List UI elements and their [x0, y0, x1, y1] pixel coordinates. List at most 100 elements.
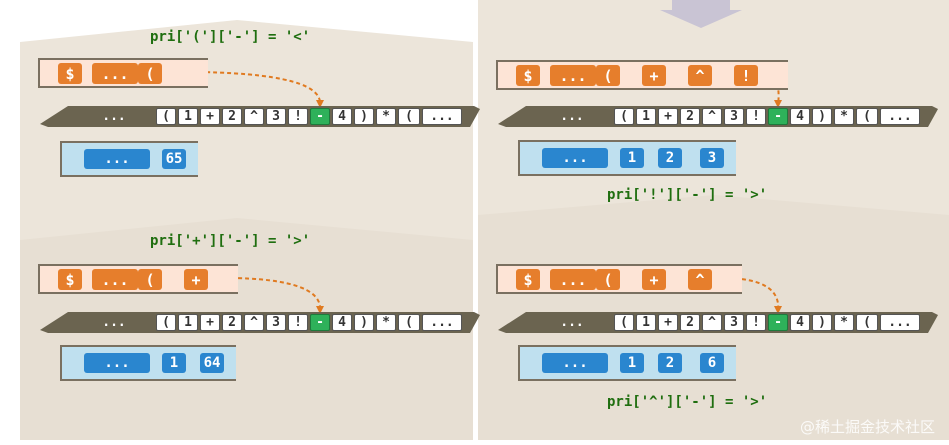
tape-cell: (: [856, 314, 878, 331]
tape-cell: 4: [332, 108, 352, 125]
number-token: ...: [84, 353, 150, 373]
tape-cell: 2: [680, 108, 700, 125]
priority-label: pri['+']['-'] = '>': [150, 233, 311, 249]
operator-stack: $...(: [38, 58, 208, 88]
priority-label: pri['(']['-'] = '<': [150, 29, 311, 45]
number-token: ...: [542, 353, 608, 373]
tape-cell: !: [746, 108, 766, 125]
tape-cell: 3: [724, 108, 744, 125]
input-tape: ...(1+2^3!-4)*(...: [498, 105, 938, 128]
tape-cell: 3: [724, 314, 744, 331]
tape-cell: ...: [880, 314, 920, 331]
number-token: 1: [620, 353, 644, 373]
tape-cell: ): [812, 108, 832, 125]
operator-stack: $...( + ^!: [496, 60, 788, 90]
tape-cell: !: [288, 108, 308, 125]
operator-stack: $...(+: [38, 264, 238, 294]
number-token: 1: [620, 148, 644, 168]
watermark: @稀土掘金技术社区: [799, 418, 935, 436]
tape-cell: +: [658, 108, 678, 125]
operator-token: (: [596, 269, 620, 290]
operator-token: ^: [688, 65, 712, 86]
number-token: 64: [200, 353, 224, 373]
current-tape-cell: -: [310, 314, 330, 331]
number-token: 2: [658, 353, 682, 373]
current-tape-cell: -: [768, 314, 788, 331]
operator-token: ...: [550, 65, 596, 86]
tape-cell: ...: [102, 109, 126, 124]
tape-cell: ^: [244, 314, 264, 331]
number-token: 65: [162, 149, 186, 169]
tape-cell: ): [354, 108, 374, 125]
tape-cell: 3: [266, 108, 286, 125]
tape-cell: !: [746, 314, 766, 331]
operator-token: +: [184, 269, 208, 290]
tape-cell: ^: [244, 108, 264, 125]
number-token: 1: [162, 353, 186, 373]
operator-token: ^: [688, 269, 712, 290]
tape-cell: +: [658, 314, 678, 331]
number-stack: ... 65: [60, 141, 198, 177]
operator-token: +: [642, 269, 666, 290]
down-arrow-icon: [660, 0, 742, 28]
operator-token: !: [734, 65, 758, 86]
tape-cell: +: [200, 108, 220, 125]
tape-cell: !: [288, 314, 308, 331]
operator-token: (: [596, 65, 620, 86]
operator-token: +: [642, 65, 666, 86]
tape-cell: 4: [790, 108, 810, 125]
tape-cell: (: [398, 314, 420, 331]
tape-cell: *: [376, 108, 396, 125]
operator-token: $: [58, 269, 82, 290]
operator-token: (: [138, 269, 162, 290]
tape-cell: *: [834, 108, 854, 125]
tape-cell: ): [812, 314, 832, 331]
operator-token: ...: [92, 63, 138, 84]
tape-cell: ...: [560, 315, 584, 330]
number-token: ...: [84, 149, 150, 169]
input-tape: ...(1+2^3!-4)*(...: [40, 105, 480, 128]
input-tape: ...(1+2^3!-4)*(...: [40, 311, 480, 334]
tape-cell: 3: [266, 314, 286, 331]
number-token: 2: [658, 148, 682, 168]
tape-cell: 1: [178, 314, 198, 331]
tape-cell: ^: [702, 108, 722, 125]
tape-cell: 1: [636, 108, 656, 125]
tape-cell: 2: [222, 108, 242, 125]
tape-cell: ^: [702, 314, 722, 331]
tape-cell: *: [834, 314, 854, 331]
number-token: ...: [542, 148, 608, 168]
tape-cell: ): [354, 314, 374, 331]
tape-cell: 4: [790, 314, 810, 331]
tape-cell: 1: [636, 314, 656, 331]
tape-cell: +: [200, 314, 220, 331]
tape-cell: 1: [178, 108, 198, 125]
tape-cell: (: [156, 314, 176, 331]
operator-token: $: [516, 65, 540, 86]
current-tape-cell: -: [310, 108, 330, 125]
tape-cell: 4: [332, 314, 352, 331]
operator-token: ...: [550, 269, 596, 290]
tape-cell: *: [376, 314, 396, 331]
number-token: 6: [700, 353, 724, 373]
priority-label: pri['!']['-'] = '>': [607, 187, 768, 203]
current-tape-cell: -: [768, 108, 788, 125]
tape-cell: (: [156, 108, 176, 125]
tape-cell: ...: [422, 108, 462, 125]
tape-cell: (: [856, 108, 878, 125]
tape-cell: ...: [422, 314, 462, 331]
tape-cell: (: [398, 108, 420, 125]
tape-cell: 2: [680, 314, 700, 331]
priority-label: pri['^']['-'] = '>': [607, 394, 768, 410]
operator-token: $: [58, 63, 82, 84]
operator-token: (: [138, 63, 162, 84]
tape-cell: (: [614, 108, 634, 125]
tape-cell: ...: [880, 108, 920, 125]
operator-token: $: [516, 269, 540, 290]
input-tape: ...(1+2^3!-4)*(...: [498, 311, 938, 334]
tape-cell: (: [614, 314, 634, 331]
number-stack: ... 1 64: [60, 345, 236, 381]
number-token: 3: [700, 148, 724, 168]
